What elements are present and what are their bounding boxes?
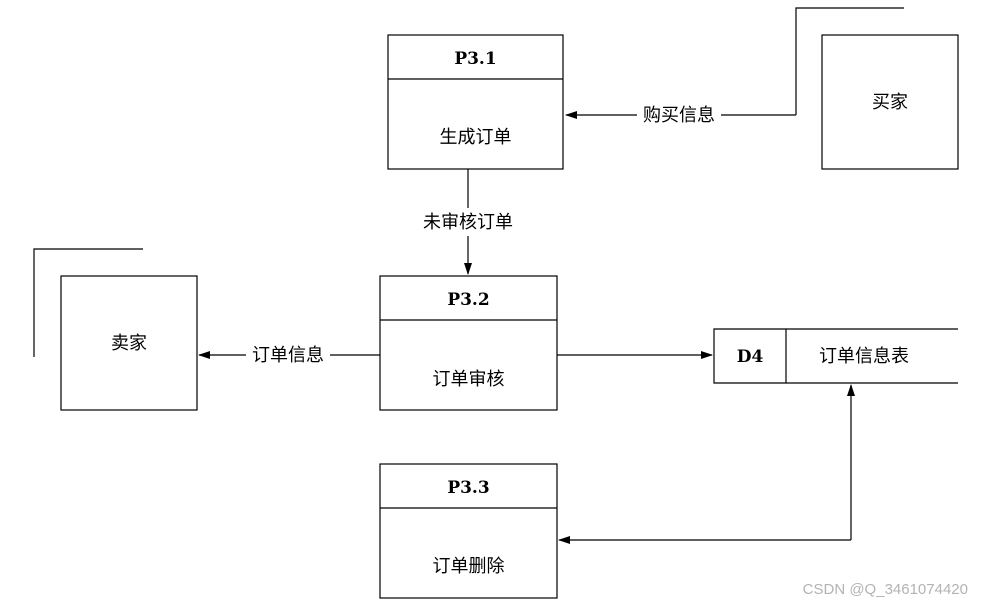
process-p3-3-name: 订单删除 (433, 556, 505, 577)
process-p3-1-id: P3.1 (454, 49, 496, 69)
process-p3-3-box (379, 463, 558, 599)
flow-purchase-info-label: 购买信息 (643, 105, 715, 126)
entity-buyer-shadow (795, 7, 904, 115)
flow-unreviewed-order-label-bg (416, 208, 520, 236)
flow-order-info: 订单信息 (198, 342, 380, 368)
entity-seller-name: 卖家 (111, 333, 147, 354)
data-store-id: D4 (737, 347, 764, 367)
entity-seller: 卖家 (33, 248, 198, 411)
process-p3-2-id: P3.2 (447, 290, 489, 310)
entity-seller-box (60, 275, 198, 411)
entity-buyer-box (821, 34, 959, 170)
entity-buyer-name: 买家 (872, 92, 908, 113)
entity-seller-shadow (33, 248, 143, 357)
flow-purchase-info: 购买信息 (565, 102, 796, 128)
process-p3-2-box (379, 275, 558, 411)
process-p3-1: P3.1 生成订单 (387, 34, 564, 170)
watermark: CSDN @Q_3461074420 (803, 581, 968, 598)
entity-buyer: 买家 (795, 7, 959, 170)
process-p3-2-name: 订单审核 (433, 369, 505, 390)
flow-unreviewed-order-label: 未审核订单 (423, 212, 513, 233)
process-p3-1-name: 生成订单 (440, 127, 512, 148)
process-p3-1-box (387, 34, 564, 170)
process-p3-3-id: P3.3 (447, 478, 489, 498)
flow-order-info-label: 订单信息 (252, 345, 324, 366)
data-store-outline (713, 328, 958, 384)
data-store-name: 订单信息表 (819, 346, 909, 367)
process-p3-3: P3.3 订单删除 (379, 463, 558, 599)
process-p3-2: P3.2 订单审核 (379, 275, 558, 411)
data-store-d4: D4 订单信息表 (713, 328, 958, 384)
flow-order-info-label-bg (246, 342, 330, 368)
flow-unreviewed-order: 未审核订单 (416, 169, 520, 275)
flow-purchase-info-label-bg (637, 102, 721, 128)
